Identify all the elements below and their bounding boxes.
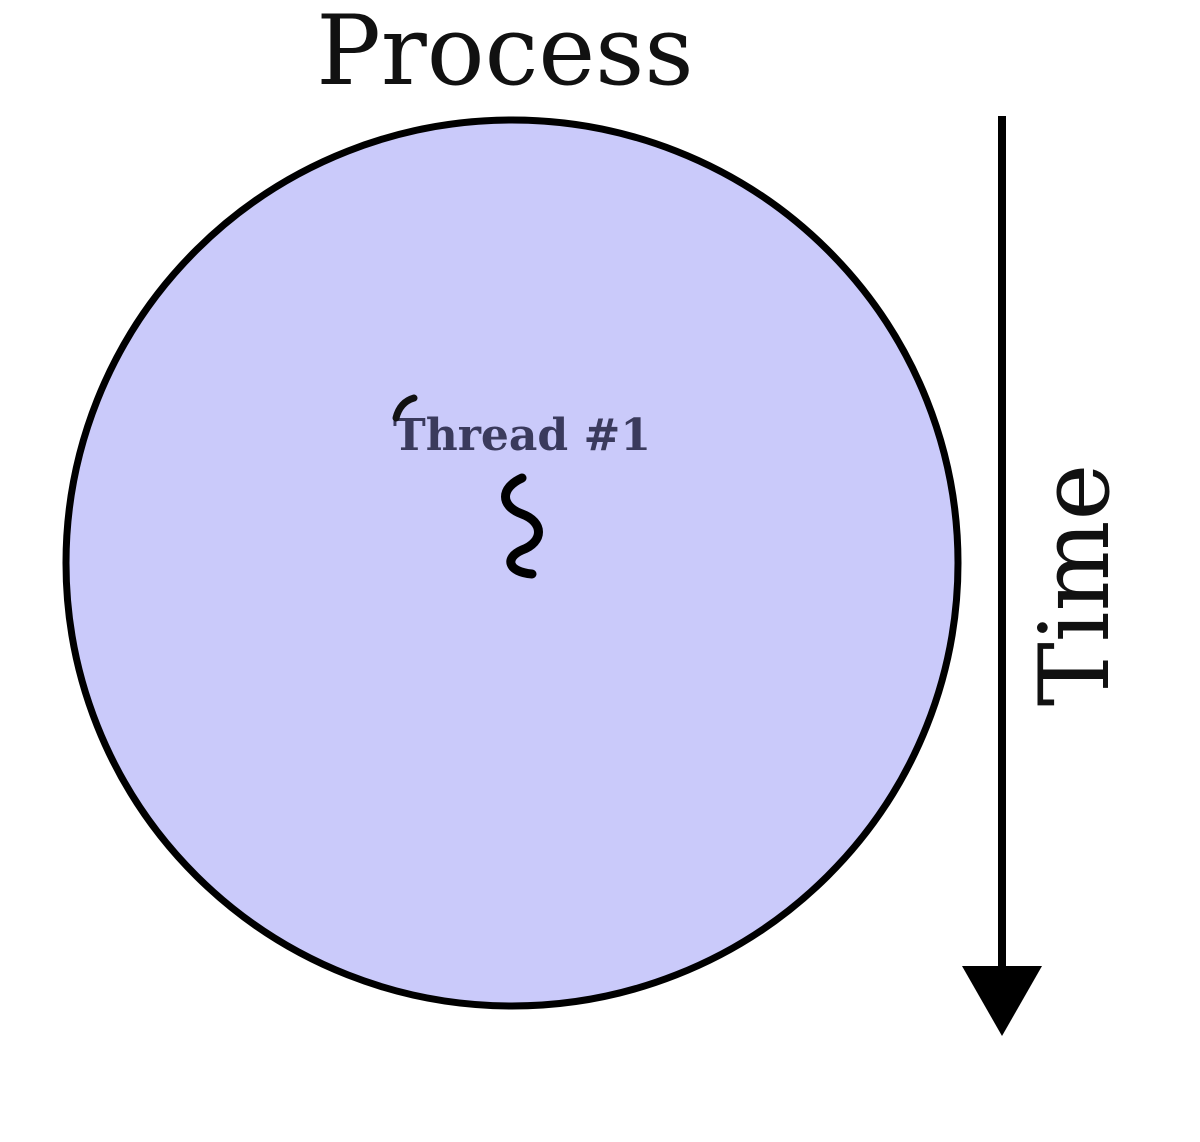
thread-label: Thread #1 bbox=[393, 410, 651, 461]
thread-tick-mark bbox=[392, 394, 418, 422]
time-axis-label: Time bbox=[1019, 464, 1131, 707]
arrow-down-icon bbox=[962, 116, 1042, 1036]
process-title: Process bbox=[316, 0, 693, 107]
squiggle-icon bbox=[501, 473, 543, 579]
